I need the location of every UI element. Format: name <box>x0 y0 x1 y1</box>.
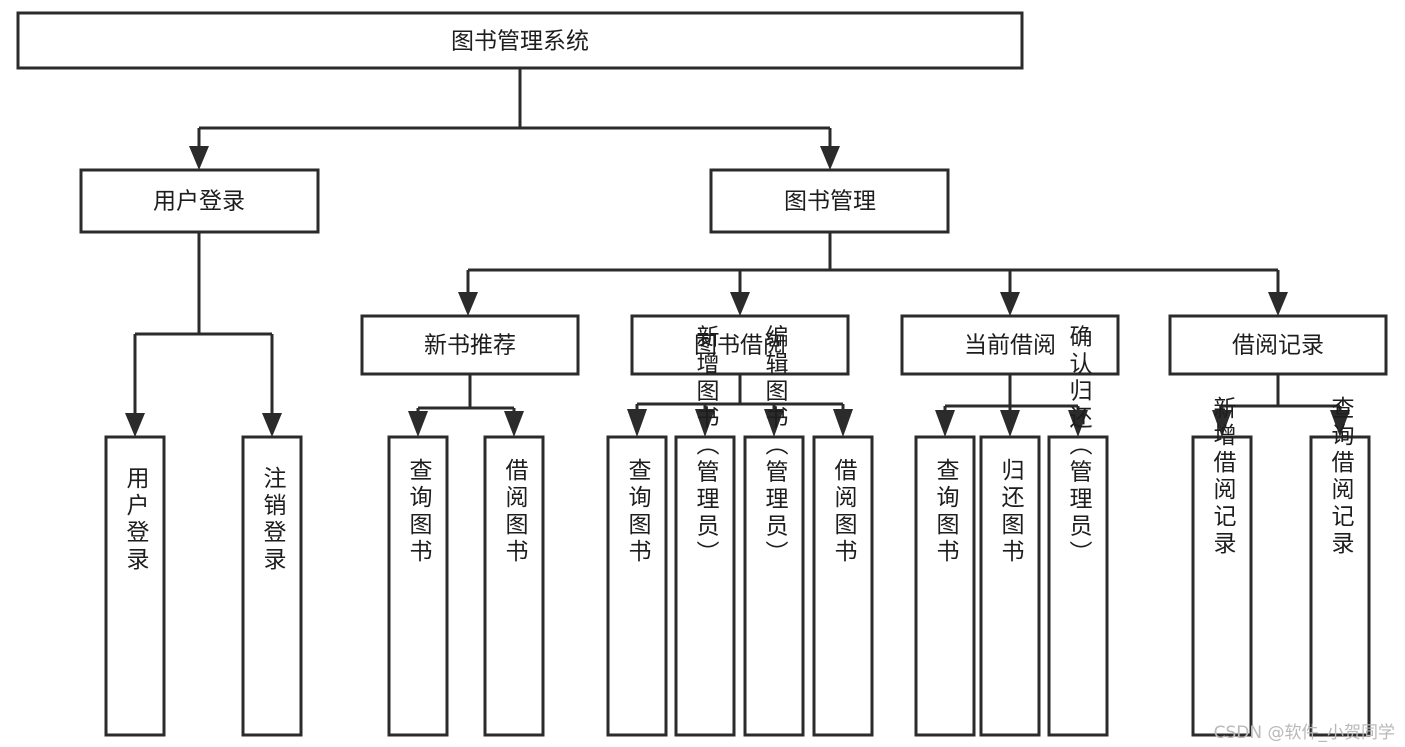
arrow-record-leaf-1 <box>1212 410 1232 437</box>
node-leaf-borrow-query-box[interactable] <box>606 435 668 737</box>
arrow-borrow-leaf-1 <box>627 409 647 437</box>
arrow-bm-to-book-borrow <box>730 292 750 316</box>
node-leaf-borrow-add-box[interactable] <box>674 435 736 737</box>
node-leaf-rec-query[interactable]: 查询图书 <box>387 435 449 737</box>
node-leaf-borrow-do[interactable]: 借阅图书 <box>812 435 874 737</box>
arrow-bm-to-current-borrow <box>1000 292 1020 316</box>
arrow-record-leaf-2 <box>1330 410 1350 437</box>
node-leaf-current-confirm-box[interactable] <box>1047 435 1109 737</box>
node-leaf-record-query[interactable]: 查询借阅记录 <box>1309 396 1371 737</box>
node-leaf-current-query-box[interactable] <box>914 435 976 737</box>
node-new-book-rec[interactable]: 新书推荐 <box>360 314 580 376</box>
node-leaf-rec-borrow-label: 借阅图书 <box>501 458 529 566</box>
node-leaf-record-add[interactable]: 新增借阅记录 <box>1191 396 1253 737</box>
node-leaf-borrow-do-box[interactable] <box>812 435 874 737</box>
arrow-root-to-user-login <box>189 146 209 170</box>
node-current-borrow[interactable]: 当前借阅 <box>900 314 1120 376</box>
arrow-user-login-leaf-2 <box>262 413 282 437</box>
node-leaf-user-login[interactable]: 用户登录 <box>104 435 166 737</box>
arrow-current-leaf-3 <box>1068 410 1088 437</box>
node-leaf-borrow-query[interactable]: 查询图书 <box>606 435 668 737</box>
node-leaf-current-confirm-label: 确认归还（管理员） <box>1065 325 1093 568</box>
node-leaf-user-logout-box[interactable] <box>241 435 303 737</box>
node-root-label: 图书管理系统 <box>451 29 589 55</box>
arrow-root-to-book-manage <box>820 146 840 170</box>
node-book-manage[interactable]: 图书管理 <box>709 168 950 234</box>
node-leaf-current-return-box[interactable] <box>979 435 1041 737</box>
connector-layer <box>125 68 1350 437</box>
arrow-rec-leaf-1 <box>408 411 428 437</box>
node-leaf-current-return-label: 归还图书 <box>997 458 1025 566</box>
arrow-borrow-leaf-4 <box>833 409 853 437</box>
node-leaf-user-logout[interactable]: 注销登录 <box>241 435 303 737</box>
arrow-current-leaf-2 <box>1000 410 1020 437</box>
node-root-box[interactable] <box>16 11 1024 70</box>
arrow-user-login-leaf-1 <box>125 413 145 437</box>
node-leaf-rec-query-label: 查询图书 <box>405 458 433 566</box>
node-leaf-rec-query-box[interactable] <box>387 435 449 737</box>
node-leaf-record-add-label: 新增借阅记录 <box>1209 396 1237 558</box>
node-leaf-record-query-box[interactable] <box>1309 435 1371 737</box>
node-leaf-record-add-box[interactable] <box>1191 435 1253 737</box>
node-leaf-borrow-edit-box[interactable] <box>743 435 805 737</box>
node-leaf-borrow-add[interactable]: 新增图书（管理员） <box>674 325 736 737</box>
node-new-book-rec-label: 新书推荐 <box>424 333 516 359</box>
node-user-login-box[interactable] <box>79 168 320 234</box>
node-root[interactable]: 图书管理系统 <box>16 11 1024 70</box>
node-book-manage-label: 图书管理 <box>784 189 876 215</box>
arrow-rec-leaf-2 <box>504 411 524 437</box>
node-borrow-record-box[interactable] <box>1168 314 1388 376</box>
node-leaf-user-login-box[interactable] <box>104 435 166 737</box>
node-borrow-record[interactable]: 借阅记录 <box>1168 314 1388 376</box>
node-leaf-borrow-query-label: 查询图书 <box>624 458 652 566</box>
node-current-borrow-box[interactable] <box>900 314 1120 376</box>
node-book-borrow[interactable]: 图书借阅 <box>630 314 850 376</box>
node-leaf-borrow-add-label: 新增图书（管理员） <box>692 325 720 568</box>
node-user-login-label: 用户登录 <box>153 189 245 215</box>
arrow-current-leaf-1 <box>935 410 955 437</box>
node-leaf-user-login-label: 用户登录 <box>122 466 150 574</box>
node-leaf-rec-borrow[interactable]: 借阅图书 <box>483 435 545 737</box>
node-borrow-record-label: 借阅记录 <box>1232 333 1324 359</box>
node-leaf-borrow-edit[interactable]: 编辑图书（管理员） <box>743 325 805 737</box>
node-book-manage-box[interactable] <box>709 168 950 234</box>
node-leaf-current-return[interactable]: 归还图书 <box>979 435 1041 737</box>
node-leaf-user-logout-label: 注销登录 <box>259 466 287 574</box>
node-leaf-current-confirm[interactable]: 确认归还（管理员） <box>1047 325 1109 737</box>
arrow-bm-to-new-book-rec <box>458 292 478 316</box>
node-leaf-current-query-label: 查询图书 <box>932 458 960 566</box>
node-user-login[interactable]: 用户登录 <box>79 168 320 234</box>
node-current-borrow-label: 当前借阅 <box>964 333 1056 359</box>
node-book-borrow-box[interactable] <box>630 314 850 376</box>
node-leaf-borrow-edit-label: 编辑图书（管理员） <box>761 325 789 568</box>
node-new-book-rec-box[interactable] <box>360 314 580 376</box>
node-leaf-rec-borrow-box[interactable] <box>483 435 545 737</box>
node-book-borrow-label: 图书借阅 <box>694 333 786 359</box>
arrow-borrow-leaf-2 <box>695 409 715 437</box>
arrow-borrow-leaf-3 <box>764 409 784 437</box>
node-leaf-record-query-label: 查询借阅记录 <box>1327 396 1355 558</box>
arrow-bm-to-borrow-record <box>1268 292 1288 316</box>
node-leaf-borrow-do-label: 借阅图书 <box>830 458 858 566</box>
node-leaf-current-query[interactable]: 查询图书 <box>914 435 976 737</box>
